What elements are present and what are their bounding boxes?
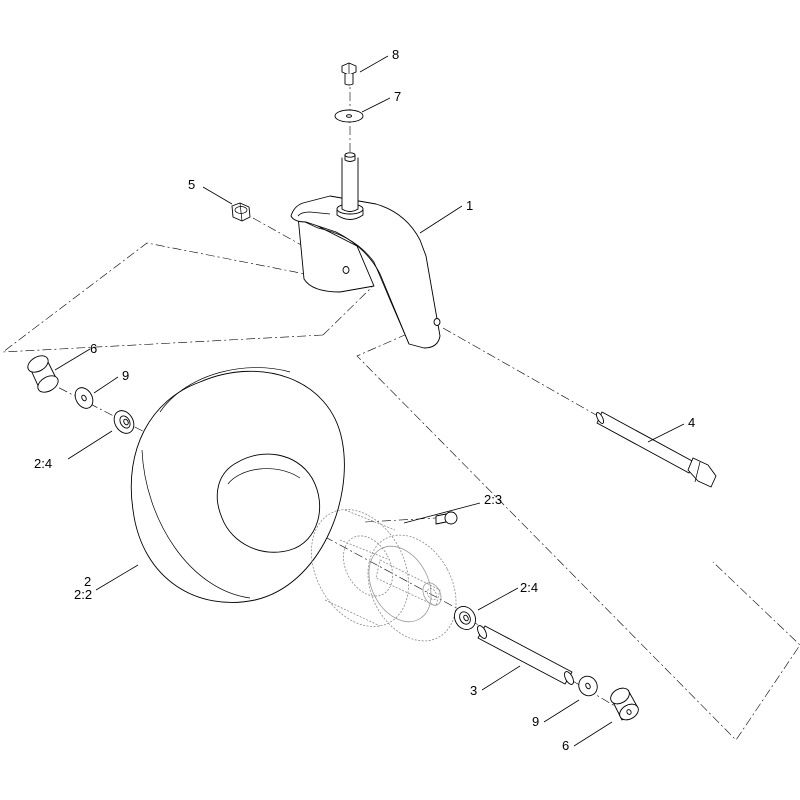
leader-2-4-right (477, 587, 519, 611)
part-2-rim (311, 509, 457, 642)
part-8-bolt (341, 62, 357, 86)
leader-6-right (573, 721, 613, 747)
leader-3 (481, 665, 521, 691)
part-3-spacer-tube (477, 625, 574, 685)
callout-5: 5 (188, 177, 195, 192)
leader-1 (419, 205, 463, 234)
callout-6-right: 6 (562, 738, 569, 753)
leader-2-3 (403, 502, 481, 524)
callout-3: 3 (470, 683, 477, 698)
part-4-axle-bolt (595, 411, 717, 488)
callout-labels: 8 7 1 5 6 9 2:4 2 2:2 2:3 2:4 4 3 9 6 (34, 47, 695, 753)
leader-7 (361, 97, 391, 113)
part-6-spacer-right (610, 687, 639, 721)
leader-5 (202, 186, 233, 205)
callout-7: 7 (394, 89, 401, 104)
part-2-4-bearing-left (113, 410, 135, 434)
part-5-nut (231, 202, 251, 222)
leader-9-right (543, 699, 580, 723)
leader-2-2 (95, 564, 139, 591)
leader-6-left (54, 348, 91, 371)
callout-2-3: 2:3 (484, 492, 502, 507)
part-6-spacer-left (27, 355, 59, 393)
callout-4: 4 (688, 415, 695, 430)
part-9-washer-right (578, 675, 598, 697)
callout-2-4-right: 2:4 (520, 580, 538, 595)
part-2-2-tire (130, 367, 345, 603)
part-2-4-bearing-right (454, 606, 476, 630)
part-9-washer-left (74, 387, 94, 409)
callout-6-left: 6 (90, 341, 97, 356)
part-2-3-grease-fitting (435, 511, 458, 525)
callout-9-left: 9 (122, 368, 129, 383)
leader-9-left (93, 376, 119, 394)
part-7-washer (334, 109, 364, 123)
callout-1: 1 (466, 198, 473, 213)
leader-8 (359, 55, 389, 73)
callout-8: 8 (392, 47, 399, 62)
callout-2-2: 2:2 (74, 587, 92, 602)
leader-2-4-left (67, 430, 113, 460)
part-1-caster-fork (290, 152, 441, 349)
leader-4 (647, 423, 685, 443)
callout-9-right: 9 (532, 714, 539, 729)
callout-2-4-left: 2:4 (34, 456, 52, 471)
callout-2: 2 (84, 574, 91, 589)
assembly-centerlines (2, 75, 800, 741)
leader-lines (54, 55, 685, 747)
